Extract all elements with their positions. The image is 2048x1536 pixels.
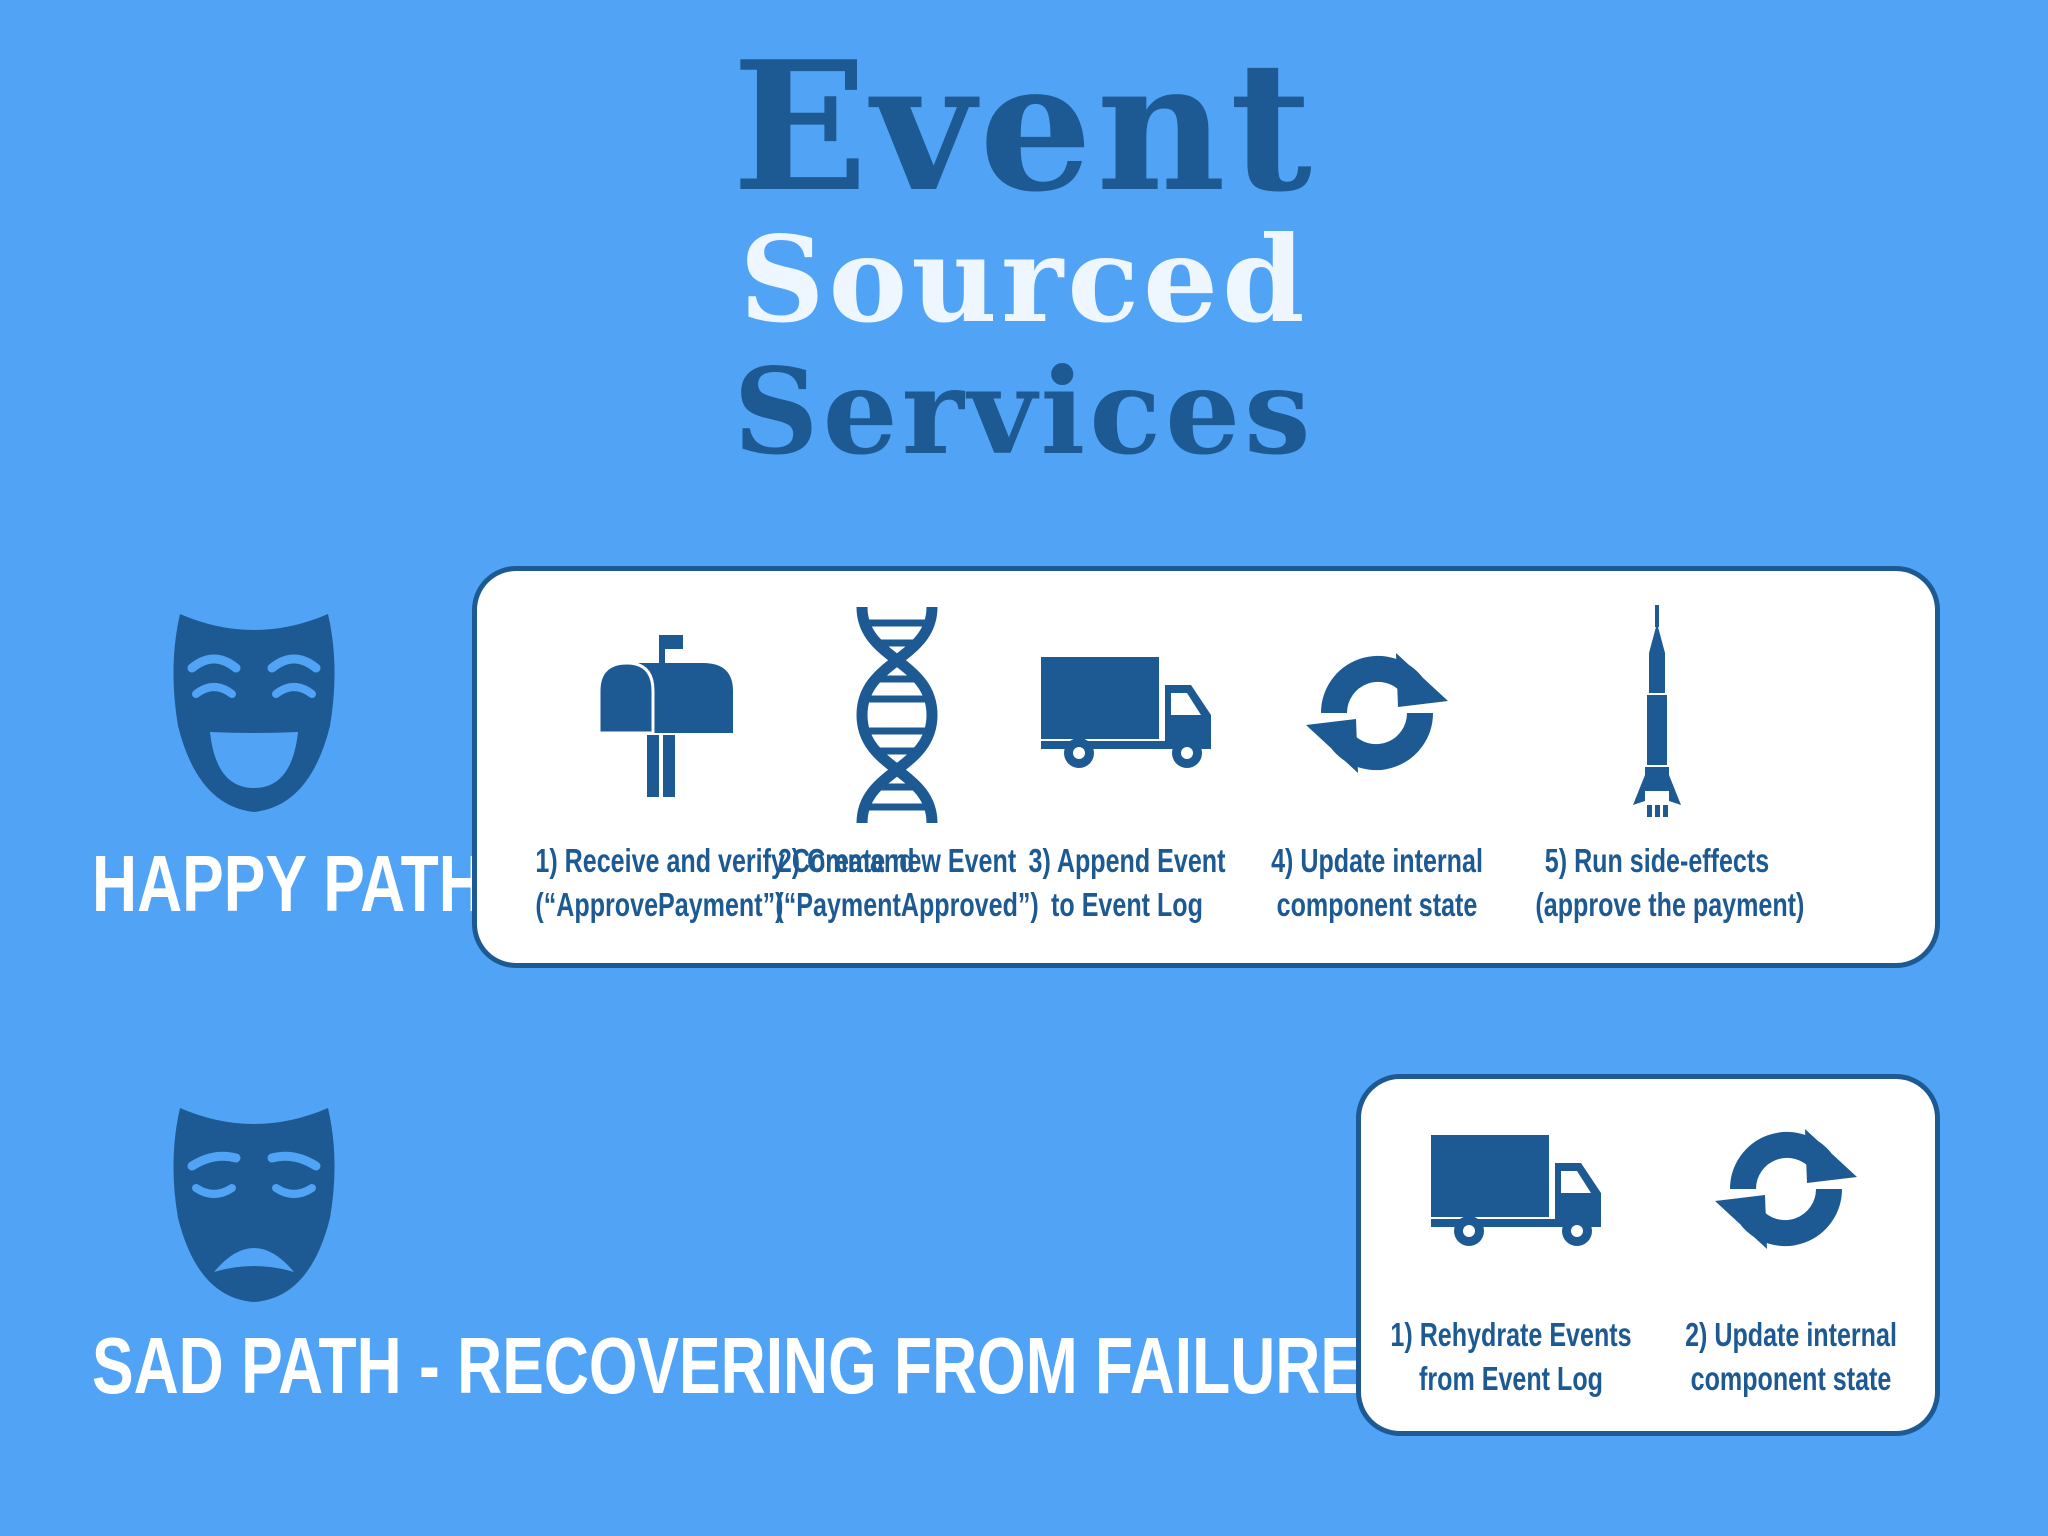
sad-step-1-line1: 1) Rehydrate Events [1390,1316,1632,1353]
happy-path-label: HAPPY PATH [92,839,484,928]
happy-mask-icon [173,614,335,812]
happy-step-5-line1: 5) Run side-effects [1544,842,1770,879]
happy-step-2-line2: (“PaymentApproved”) [775,886,1039,923]
refresh-icon [1306,653,1448,773]
happy-path-panel: 1) Receive and verify Command (“ApproveP… [472,566,1940,968]
sad-step-2-line1: 2) Update internal [1685,1316,1897,1353]
title-line-sourced: Sourced [739,210,1309,349]
happy-step-4-line1: 4) Update internal [1271,842,1483,879]
refresh-icon [1715,1129,1857,1249]
dna-icon [856,606,938,824]
happy-step-5-line2: (approve the payment) [1535,886,1805,923]
happy-step-3: 3) Append Event to Event Log [1007,571,1247,973]
sad-path-panel: 1) Rehydrate Events from Event Log 2) Up… [1356,1074,1940,1436]
sad-step-1-line2: from Event Log [1419,1360,1603,1397]
sad-step-1: 1) Rehydrate Events from Event Log [1361,1079,1661,1441]
title-line-event: Event [732,22,1316,231]
happy-step-1-line2: (“ApprovePayment”) [535,886,784,923]
truck-icon [1041,657,1211,768]
happy-step-5: 5) Run side-effects (approve the payment… [1507,571,1807,973]
happy-step-3-line1: 3) Append Event [1028,842,1226,879]
happy-step-3-line2: to Event Log [1051,886,1203,923]
happy-step-4: 4) Update internal component state [1247,571,1507,973]
happy-step-4-line2: component state [1276,886,1478,923]
happy-step-2: 2) Create new Event (“PaymentApproved”) [757,571,1039,973]
mailbox-icon [597,635,733,797]
happy-step-2-line1: 2) Create new Event [777,842,1017,879]
truck-icon [1431,1135,1601,1246]
rocket-icon [1633,605,1681,817]
sad-step-2-line2: component state [1690,1360,1892,1397]
title-line-services: Services [733,342,1315,481]
sad-mask-icon [173,1108,335,1302]
sad-step-2: 2) Update internal component state [1651,1079,1931,1441]
sad-path-label: SAD PATH - RECOVERING FROM FAILURE [92,1321,1362,1410]
happy-step-1-line1: 1) Receive and verify Command [535,842,915,879]
